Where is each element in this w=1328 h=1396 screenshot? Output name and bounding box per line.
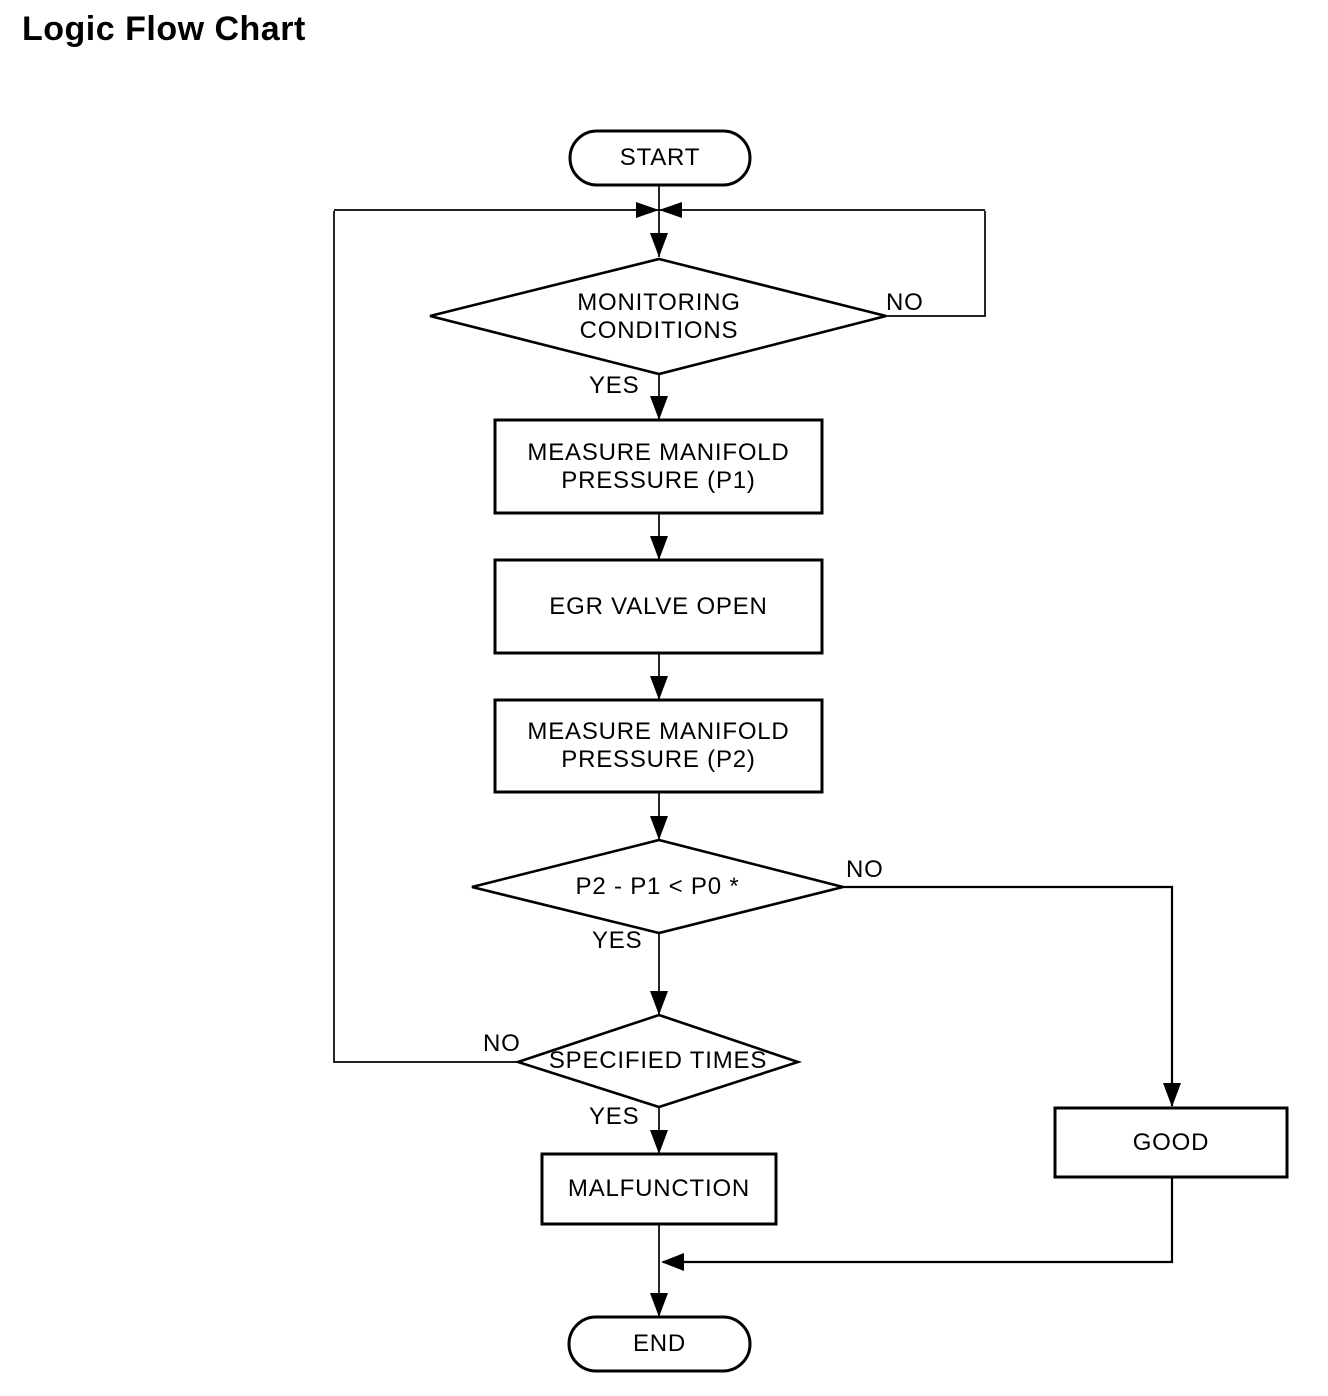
end-top-arrowhead (650, 1293, 668, 1317)
node-label-start: START (619, 144, 701, 171)
malfunction-process-shape (540, 1152, 778, 1226)
p1-top-arrowhead (650, 396, 668, 420)
junction-left-arrowhead (659, 202, 682, 218)
node-label-good: GOOD (1132, 1128, 1210, 1156)
p2-top-arrowhead (650, 676, 668, 700)
node-label-measure-p1: MEASURE MANIFOLD PRESSURE (P1) (527, 438, 790, 494)
node-shapes (429, 129, 1289, 1373)
edge-good-to-merge (663, 1177, 1174, 1264)
junction-right-arrowhead (636, 202, 659, 218)
monitoring-top-arrowhead (650, 233, 668, 257)
page-title: Logic Flow Chart (22, 10, 306, 48)
end-terminator-shape (567, 1315, 752, 1373)
node-label-egr-valve-open: EGR VALVE OPEN (549, 592, 768, 620)
egr-top-arrowhead (650, 536, 668, 560)
edge-monitoring-no-loop (886, 211, 986, 317)
specified-top-arrowhead (650, 991, 668, 1015)
node-label-specified-times: SPECIFIED TIMES (548, 1047, 768, 1074)
edge-label-decision-no: NO (846, 856, 884, 883)
measure-p1-process-shape (493, 418, 824, 515)
edge-specified-no-loop (333, 211, 518, 1063)
node-label-monitoring-conditions: MONITORING CONDITIONS (577, 289, 741, 344)
node-label-end: END (632, 1330, 687, 1357)
edge-label-decision-yes: YES (592, 927, 643, 954)
node-label-measure-p2: MEASURE MANIFOLD PRESSURE (P2) (527, 718, 790, 773)
edge-decision-no-to-good (843, 885, 1174, 1106)
edge-label-monitoring-no: NO (886, 289, 924, 316)
arrowheads (636, 202, 1181, 1317)
malfunction-top-arrowhead (650, 1130, 668, 1154)
node-label-p2-p1-decision: P2 - P1 < P0 * (575, 872, 740, 900)
specified-times-decision-shape (513, 1013, 803, 1109)
edge-label-specified-yes: YES (589, 1103, 640, 1130)
good-top-arrowhead (1163, 1083, 1181, 1107)
merge-left-arrowhead (661, 1253, 684, 1271)
start-terminator-shape (568, 129, 752, 187)
egr-valve-open-process-shape (493, 558, 824, 655)
edge-label-monitoring-yes: YES (589, 372, 640, 399)
measure-p2-process-shape (493, 698, 824, 794)
edge-label-specified-no: NO (483, 1030, 521, 1057)
decision-top-arrowhead (650, 816, 668, 840)
p2-p1-decision-shape (471, 838, 844, 935)
monitoring-conditions-decision-shape (429, 257, 887, 376)
good-process-shape (1053, 1106, 1289, 1179)
node-label-malfunction: MALFUNCTION (567, 1175, 751, 1202)
